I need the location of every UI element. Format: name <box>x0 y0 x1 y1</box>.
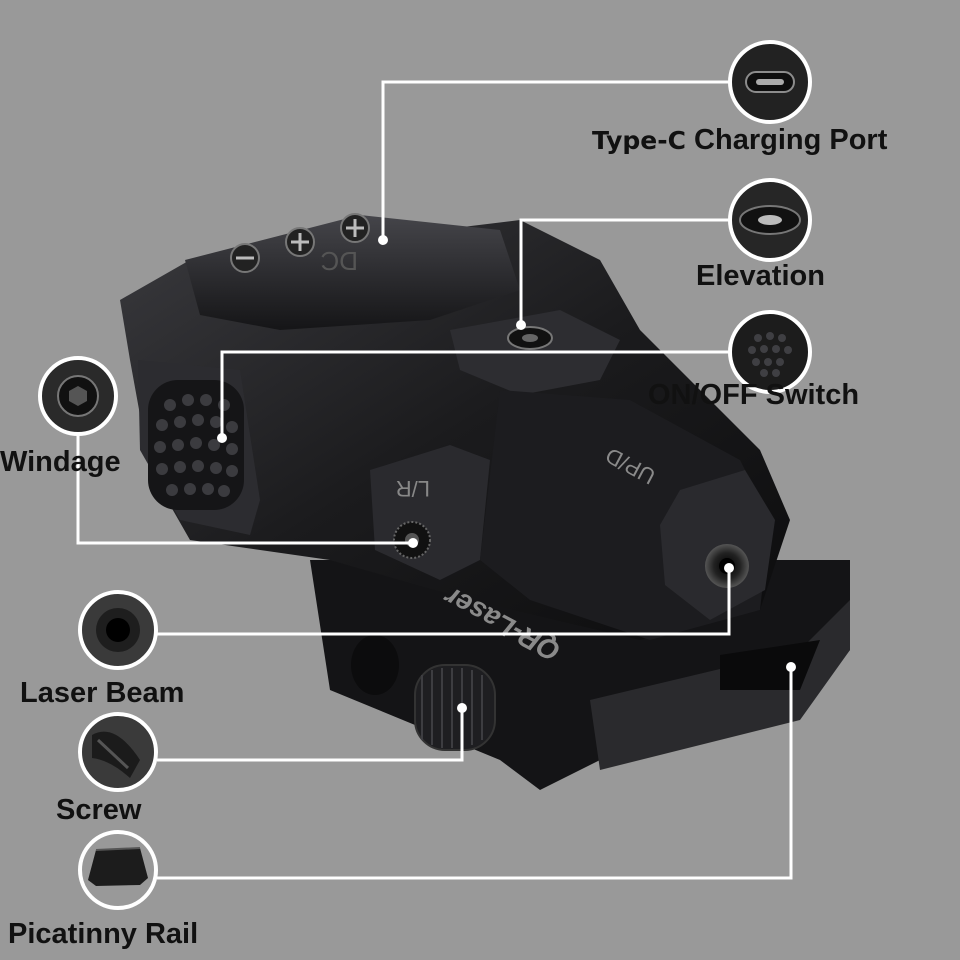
leader-screw <box>157 708 464 762</box>
callout-label-elevation: Elevation <box>696 260 825 292</box>
switch-button-grip <box>148 380 244 510</box>
leader-endpoints <box>217 235 796 713</box>
callout-label-type-c-prefix: Type-C <box>592 126 686 155</box>
thumb-screw-icon <box>78 712 158 792</box>
callout-label-screw: Screw <box>56 794 142 826</box>
lr-marking: L/R <box>396 476 430 501</box>
elevation-screw-icon <box>728 178 812 262</box>
usb-c-port-icon <box>728 40 812 124</box>
aperture-bezel <box>660 470 775 620</box>
leader-type-c <box>381 80 730 240</box>
hex-screw-icon <box>38 356 118 436</box>
callout-label-laser: Laser Beam <box>20 677 185 709</box>
cover-screws <box>230 213 370 273</box>
rail-profile-icon <box>78 830 158 910</box>
laser-aperture-icon <box>78 590 158 670</box>
battery-cover <box>185 215 520 330</box>
leader-switch <box>220 350 730 438</box>
callout-label-windage: Windage <box>0 446 121 478</box>
laser-sight-device: DC L/R UP/D QR-Laser <box>120 213 850 790</box>
callout-label-switch: ON/OFF Switch <box>648 379 860 411</box>
battery-cover-marking: DC <box>320 246 358 276</box>
callout-label-type-c: Type-C Charging Port <box>592 126 887 155</box>
push-button-icon <box>728 310 812 394</box>
mount-thumbscrew <box>414 664 496 751</box>
callout-label-rail: Picatinny Rail <box>8 918 199 950</box>
rail-slot <box>720 640 820 690</box>
leader-rail <box>157 667 793 880</box>
leader-elevation <box>519 218 730 325</box>
leader-lines <box>76 80 793 880</box>
callout-label-type-c-text: Charging Port <box>694 124 888 156</box>
leader-laser <box>157 568 731 636</box>
mount-hole <box>351 635 399 695</box>
leader-windage <box>76 432 413 545</box>
